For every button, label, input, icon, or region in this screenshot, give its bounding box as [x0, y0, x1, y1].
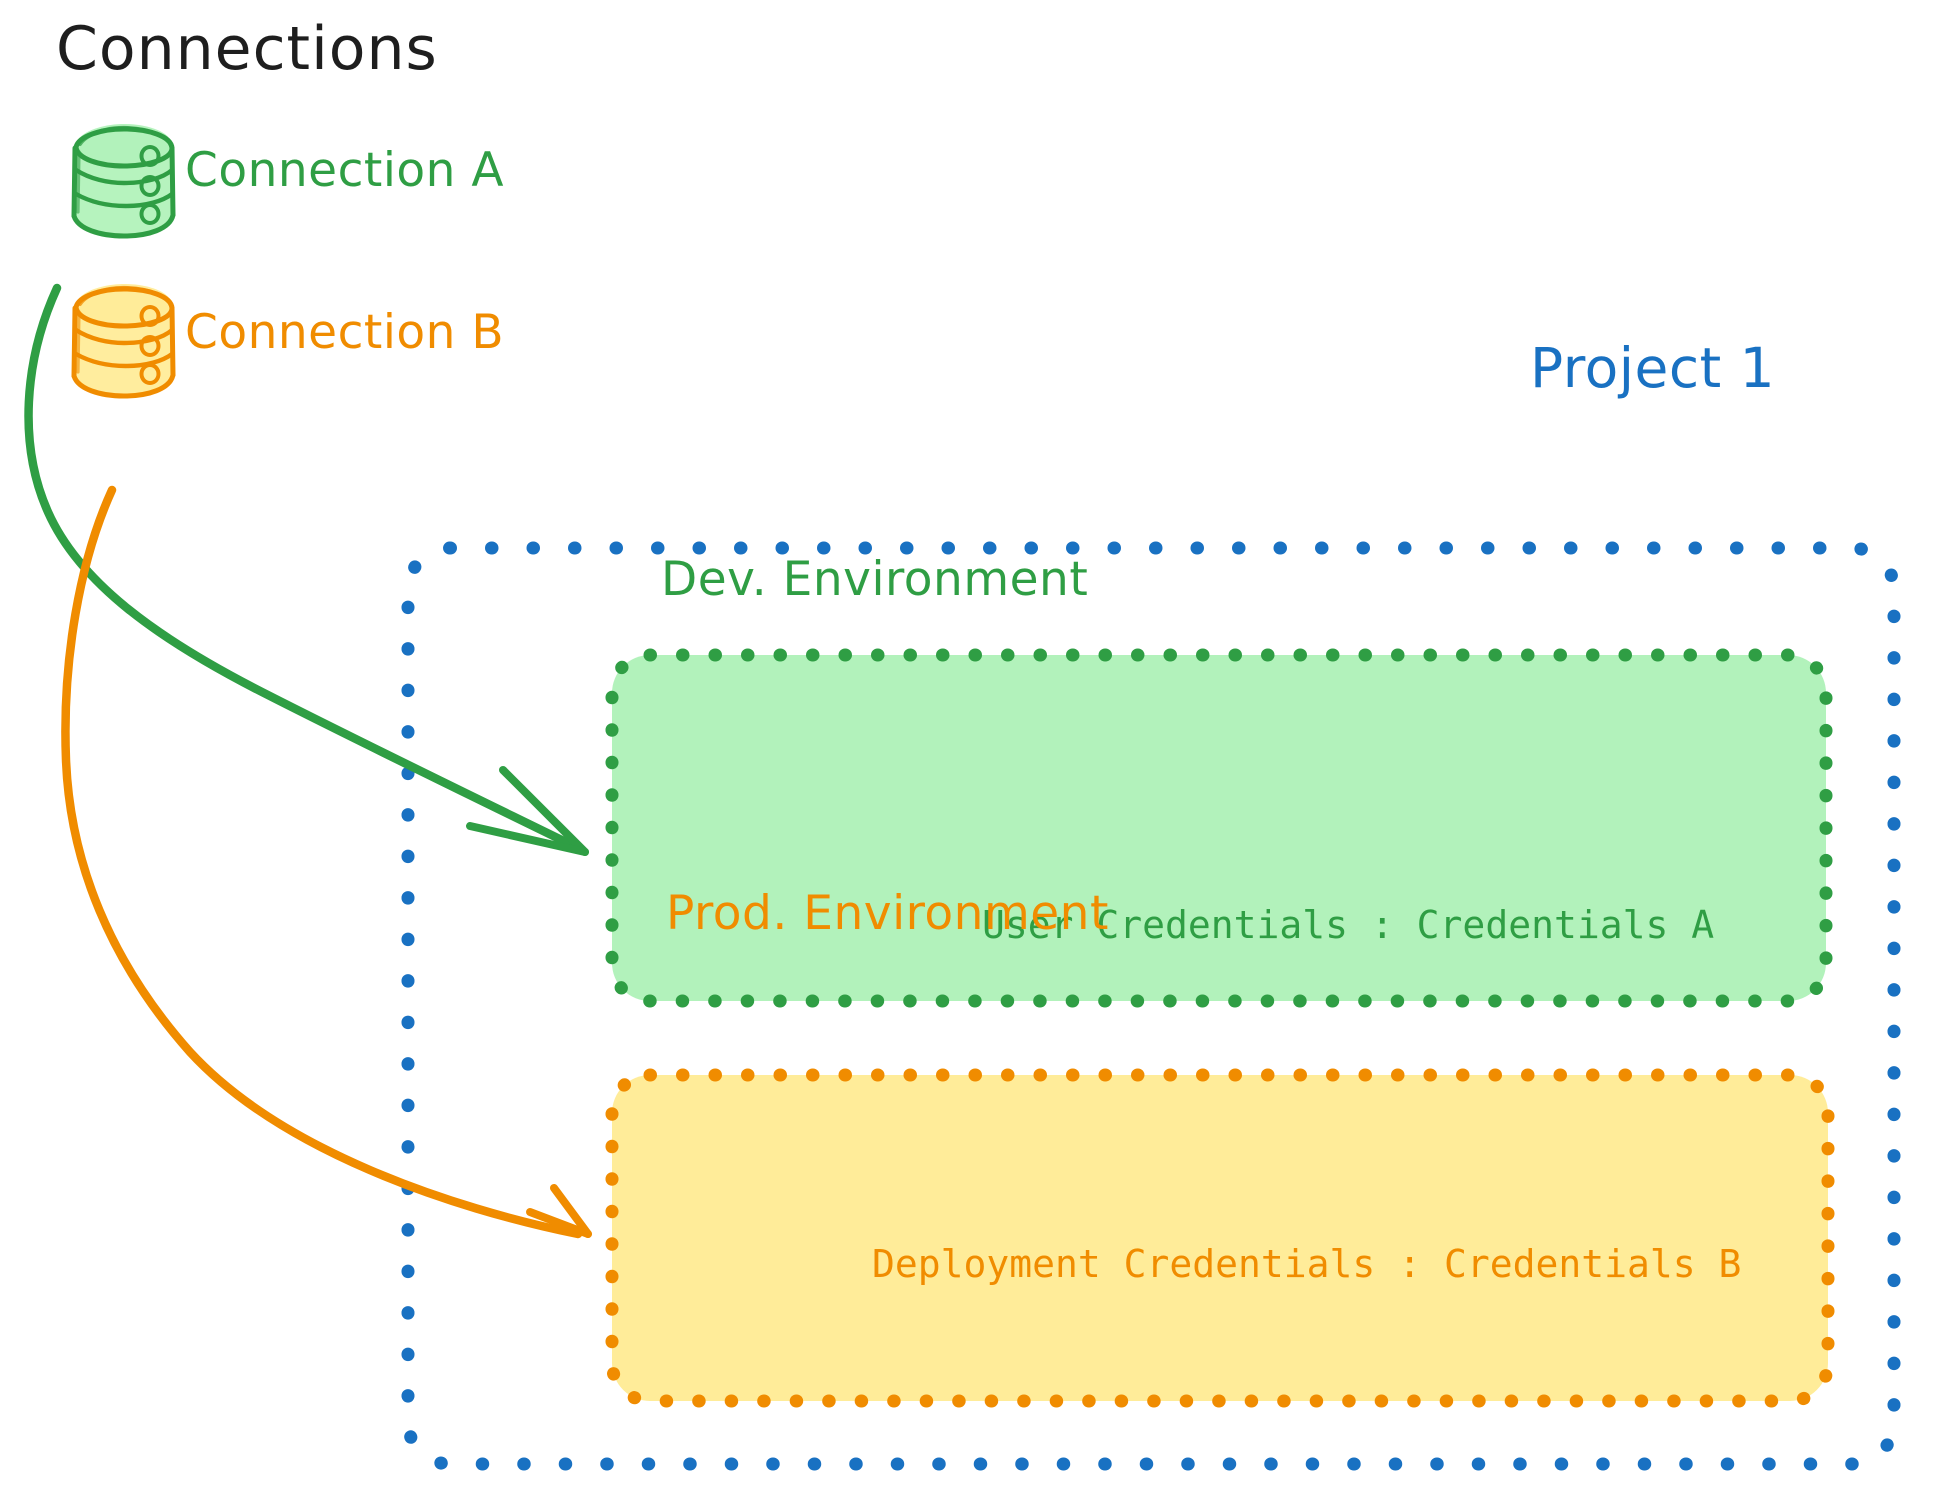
arrow-connection-b-to-prod-hit [40, 470, 610, 1260]
dev-environment-credentials: User Credentials : Credentials A [982, 903, 1715, 947]
connection-a-label[interactable]: Connection A [185, 143, 505, 198]
prod-environment-container[interactable] [612, 1075, 1828, 1401]
connection-b-label[interactable]: Connection B [185, 305, 505, 360]
prod-environment-credentials: Deployment Credentials : Credentials B [872, 1242, 1742, 1286]
dev-environment-title: Dev. Environment [661, 552, 1089, 607]
page-title: Connections [56, 14, 438, 84]
prod-environment-title: Prod. Environment [666, 886, 1109, 941]
connection-a-database-icon[interactable] [68, 118, 180, 236]
dev-environment-container[interactable] [612, 655, 1826, 1001]
project-title: Project 1 [1530, 336, 1776, 400]
